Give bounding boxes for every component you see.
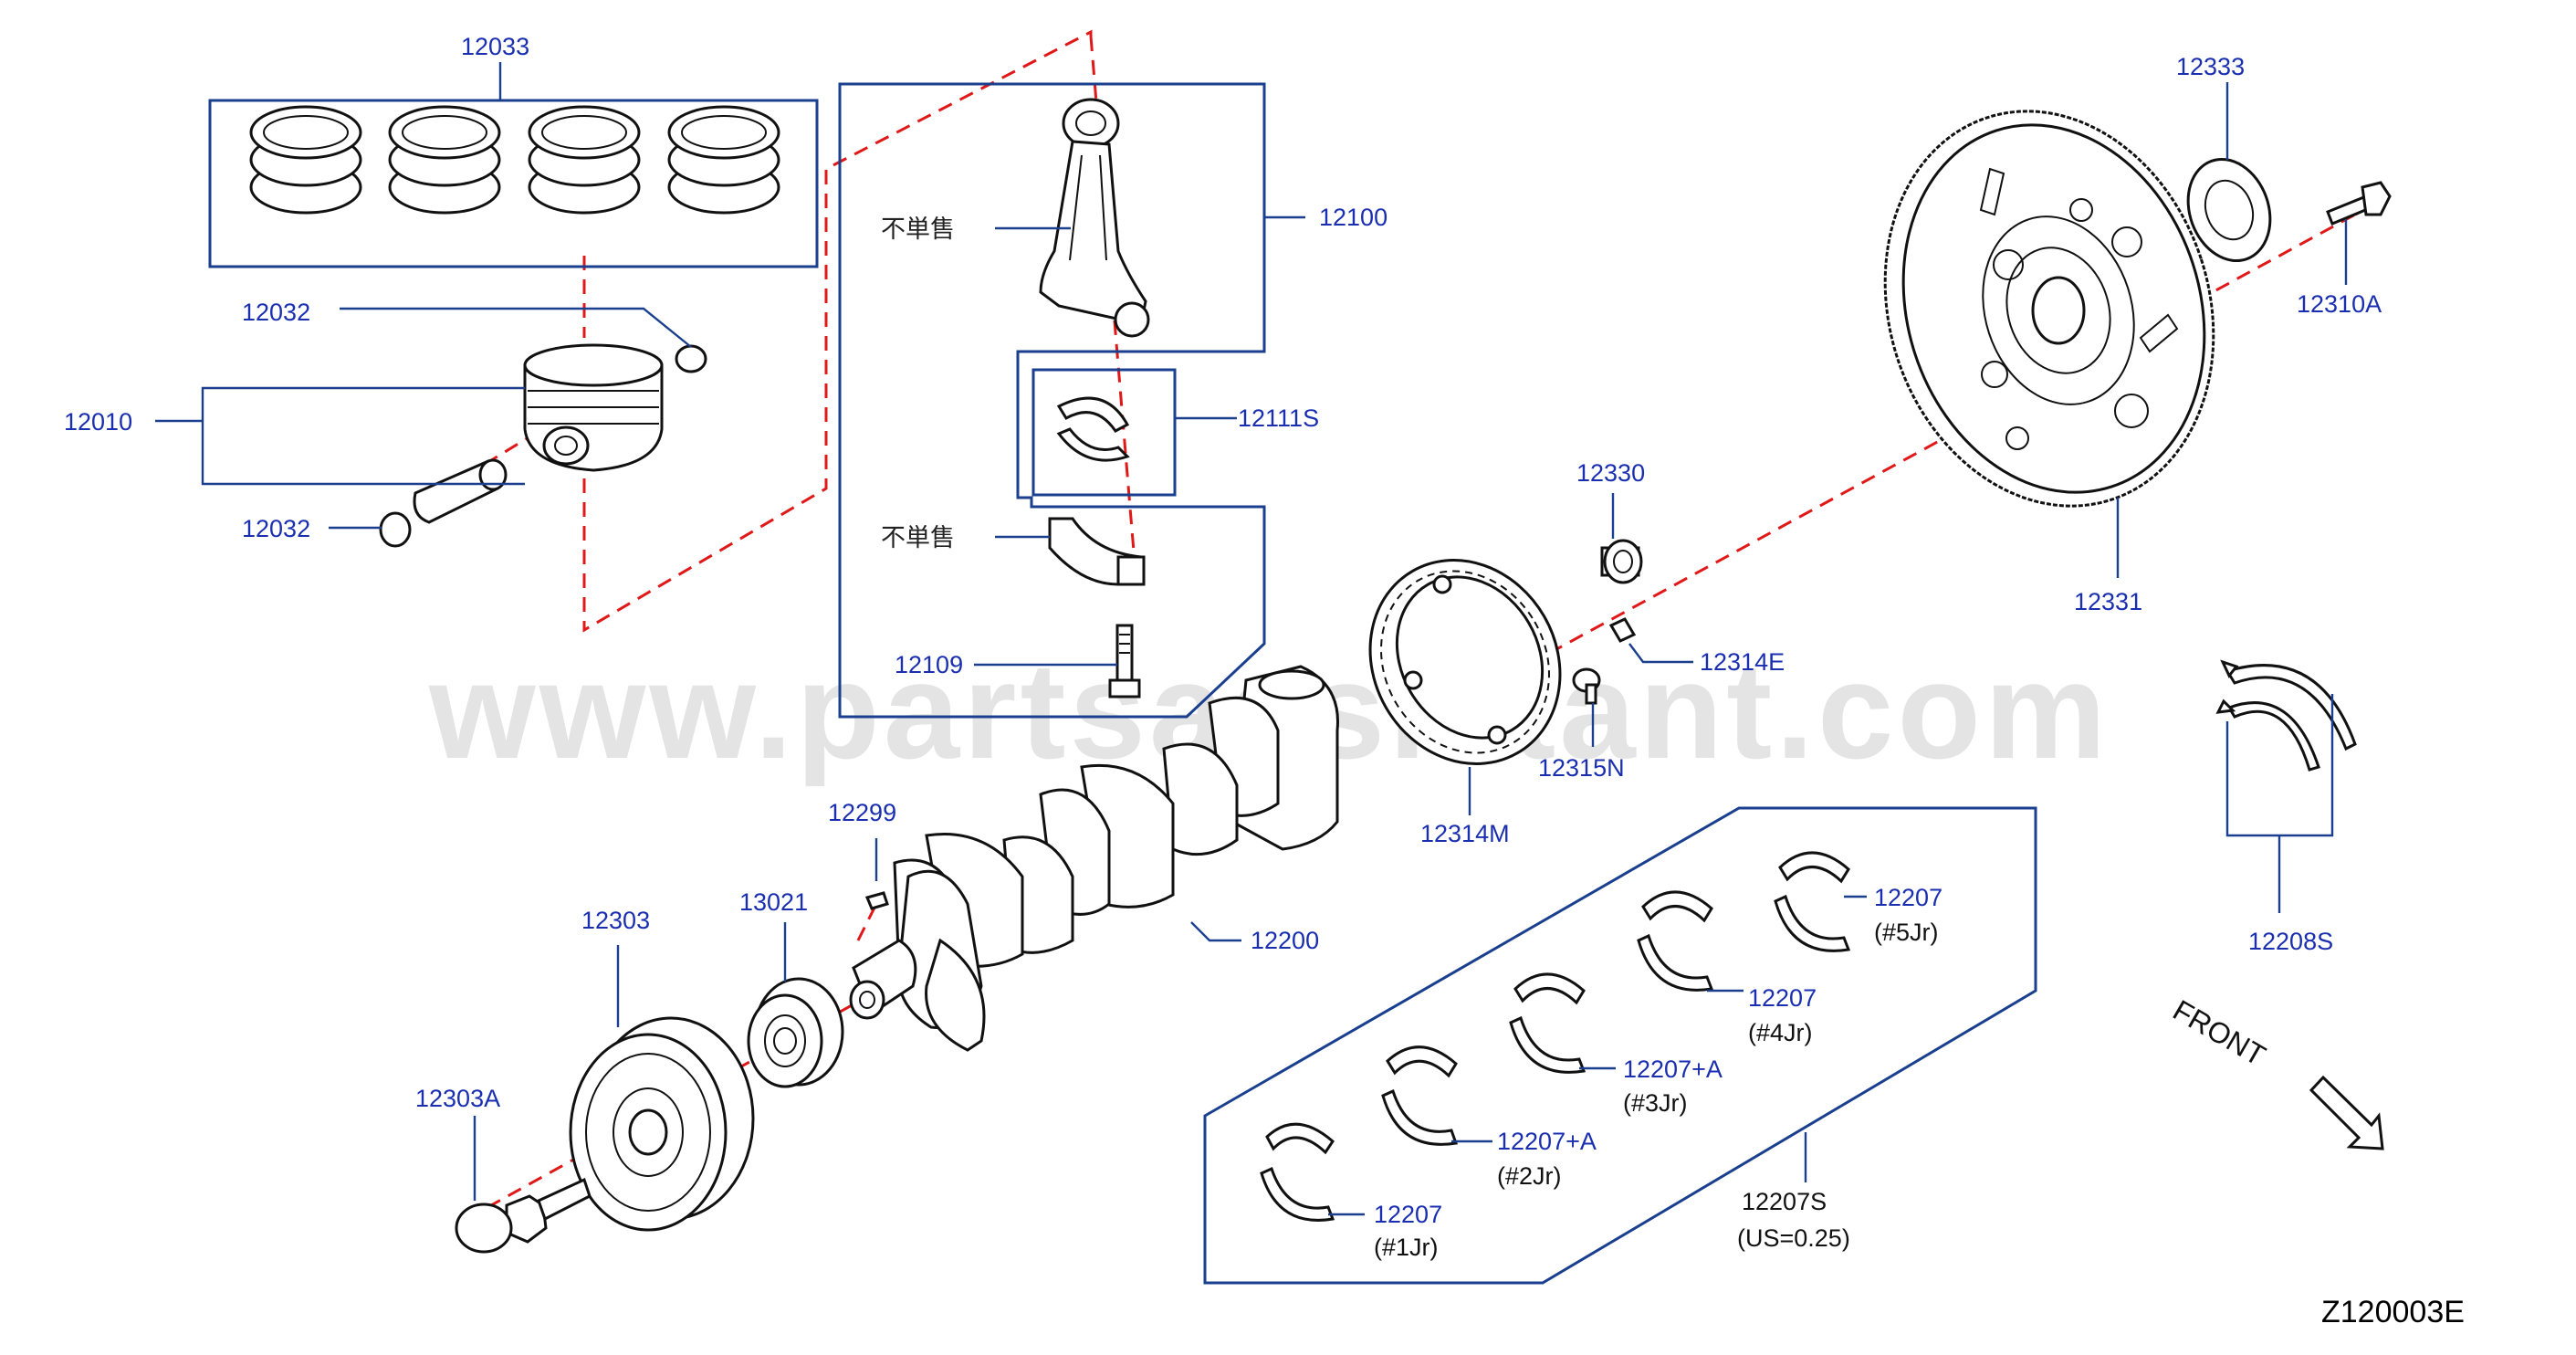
label-bearing-4-jr: (#4Jr) (1748, 1019, 1813, 1046)
key-icon (864, 891, 889, 910)
label-plate: 12333 (2176, 53, 2245, 80)
label-bearing-3-jr: (#3Jr) (1623, 1089, 1688, 1117)
front-label: FRONT (2168, 993, 2271, 1072)
label-bearing-4: 12207 (1748, 984, 1817, 1012)
ring-screw-icon (1572, 667, 1601, 705)
main-bearing-4-icon (1637, 890, 1714, 992)
main-bearing-set[interactable]: 12207S (US=0.25) 12207 (#1Jr) 12207+A (#… (1203, 806, 2037, 1285)
plate-icon (2186, 157, 2272, 263)
main-bearing-5-icon (1774, 851, 1851, 952)
label-bearing-set: 12207S (1742, 1188, 1827, 1215)
flywheel-bolt-icon (2326, 181, 2392, 226)
pulley-bolt-icon (455, 1177, 592, 1254)
main-bearing-2-icon (1381, 1045, 1459, 1146)
label-conrod-bolt: 12109 (895, 651, 963, 678)
reluctor-ring-group[interactable]: 12314M 12330 12314E 12315N (1334, 459, 1785, 847)
thrust-washer-group[interactable]: 12208S (2215, 659, 2357, 955)
sprocket-group[interactable]: 13021 (739, 888, 844, 1088)
label-snap-ring-bottom: 12032 (242, 515, 310, 542)
label-crankshaft: 12200 (1251, 927, 1319, 954)
thrust-washer-icon (2215, 659, 2357, 772)
dowel-icon (1608, 617, 1637, 643)
label-flywheel-bolt: 12310A (2297, 290, 2382, 318)
label-key: 12299 (828, 799, 896, 826)
snap-ring-lower-icon (379, 511, 412, 548)
label-sprocket: 13021 (739, 888, 808, 916)
label-conrod: 12100 (1319, 204, 1387, 231)
front-indicator: FRONT (2168, 993, 2384, 1150)
piston-rings[interactable]: 12033 (208, 33, 819, 268)
label-bearing-1-jr: (#1Jr) (1374, 1234, 1439, 1261)
front-arrow-icon (2309, 1075, 2384, 1150)
label-conrod-bearing: 12111S (1238, 404, 1319, 432)
conrod-bolt-icon (1108, 624, 1141, 699)
pilot-bushing-icon (1600, 539, 1643, 584)
reluctor-ring-icon (1368, 559, 1562, 765)
flywheel-icon (1883, 110, 2215, 508)
label-not-sold-2: 不単售 (881, 524, 955, 552)
piston-assembly[interactable]: 12032 12010 12032 (64, 299, 707, 548)
main-bearing-3-icon (1509, 972, 1586, 1074)
pulley-group[interactable]: 12303 12303A (415, 907, 755, 1254)
flywheel-group[interactable]: 12331 12333 12310A (1836, 53, 2392, 615)
label-ring-screw: 12315N (1538, 754, 1625, 782)
label-bearing-1: 12207 (1374, 1201, 1442, 1228)
connecting-rod-group[interactable]: 不単售 12111S 不単售 12100 12109 (838, 82, 1387, 719)
label-flywheel: 12331 (2074, 588, 2142, 615)
label-bearing-set-note: (US=0.25) (1737, 1224, 1850, 1252)
label-pulley: 12303 (581, 907, 650, 934)
piston-icon (523, 343, 664, 472)
connecting-rod-icon (1039, 98, 1150, 338)
label-dowel: 12314E (1700, 648, 1785, 676)
label-snap-ring-top: 12032 (242, 299, 310, 326)
conrod-bearing-icon (1056, 396, 1130, 462)
label-piston: 12010 (64, 408, 132, 436)
label-pulley-bolt: 12303A (415, 1085, 500, 1112)
ring-set-icon (249, 105, 780, 215)
diagram-code: Z120003E (2321, 1295, 2465, 1329)
label-not-sold-1: 不単售 (881, 215, 955, 244)
crankshaft-group[interactable]: 12200 12299 (828, 665, 1339, 1052)
label-bearing-2-jr: (#2Jr) (1497, 1162, 1562, 1190)
main-bearing-1-icon (1260, 1122, 1335, 1222)
conrod-cap-icon (1048, 517, 1146, 586)
snap-ring-icon (675, 344, 707, 373)
crankshaft-icon (849, 665, 1339, 1052)
sprocket-icon (747, 977, 844, 1088)
wrist-pin-icon (413, 458, 508, 524)
label-bearing-5-jr: (#5Jr) (1874, 919, 1939, 946)
label-pilot-bushing: 12330 (1576, 459, 1645, 487)
label-bearing-5: 12207 (1874, 884, 1942, 911)
label-bearing-3: 12207+A (1623, 1056, 1723, 1083)
label-rings: 12033 (461, 33, 529, 60)
label-reluctor-ring: 12314M (1420, 820, 1510, 847)
pulley-icon (569, 1016, 755, 1232)
label-bearing-2: 12207+A (1497, 1128, 1597, 1155)
label-thrust-washer: 12208S (2248, 928, 2333, 955)
